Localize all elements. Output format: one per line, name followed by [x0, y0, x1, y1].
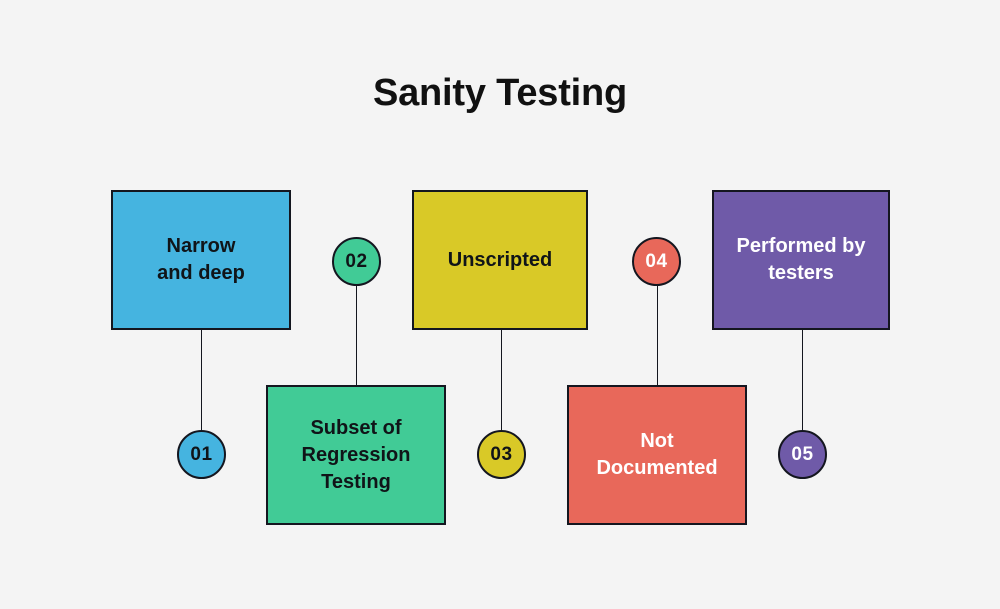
node-box-04: Not Documented	[567, 385, 747, 525]
node-circle-02: 02	[332, 237, 381, 286]
connector-03	[501, 330, 502, 430]
connector-04	[657, 286, 658, 385]
node-box-05: Performed by testers	[712, 190, 890, 330]
node-circle-03: 03	[477, 430, 526, 479]
node-box-01: Narrow and deep	[111, 190, 291, 330]
node-circle-05: 05	[778, 430, 827, 479]
node-number-01: 01	[190, 443, 213, 465]
node-box-label-03: Unscripted	[447, 248, 553, 271]
node-box-label-04: Not Documented	[596, 430, 718, 479]
node-box-02: Subset of Regression Testing	[266, 385, 446, 525]
node-box-03: Unscripted	[412, 190, 588, 330]
node-number-04: 04	[645, 250, 668, 272]
connector-01	[201, 330, 202, 430]
node-number-02: 02	[345, 250, 368, 272]
node-number-05: 05	[791, 443, 814, 465]
page-title: Sanity Testing	[372, 72, 628, 114]
node-box-label-02: Subset of Regression Testing	[301, 416, 411, 493]
connector-05	[802, 330, 803, 430]
node-box-label-05: Performed by testers	[736, 235, 866, 284]
node-circle-01: 01	[177, 430, 226, 479]
node-circle-04: 04	[632, 237, 681, 286]
node-box-label-01: Narrow and deep	[157, 235, 245, 284]
node-number-03: 03	[490, 443, 513, 465]
connector-02	[356, 286, 357, 385]
